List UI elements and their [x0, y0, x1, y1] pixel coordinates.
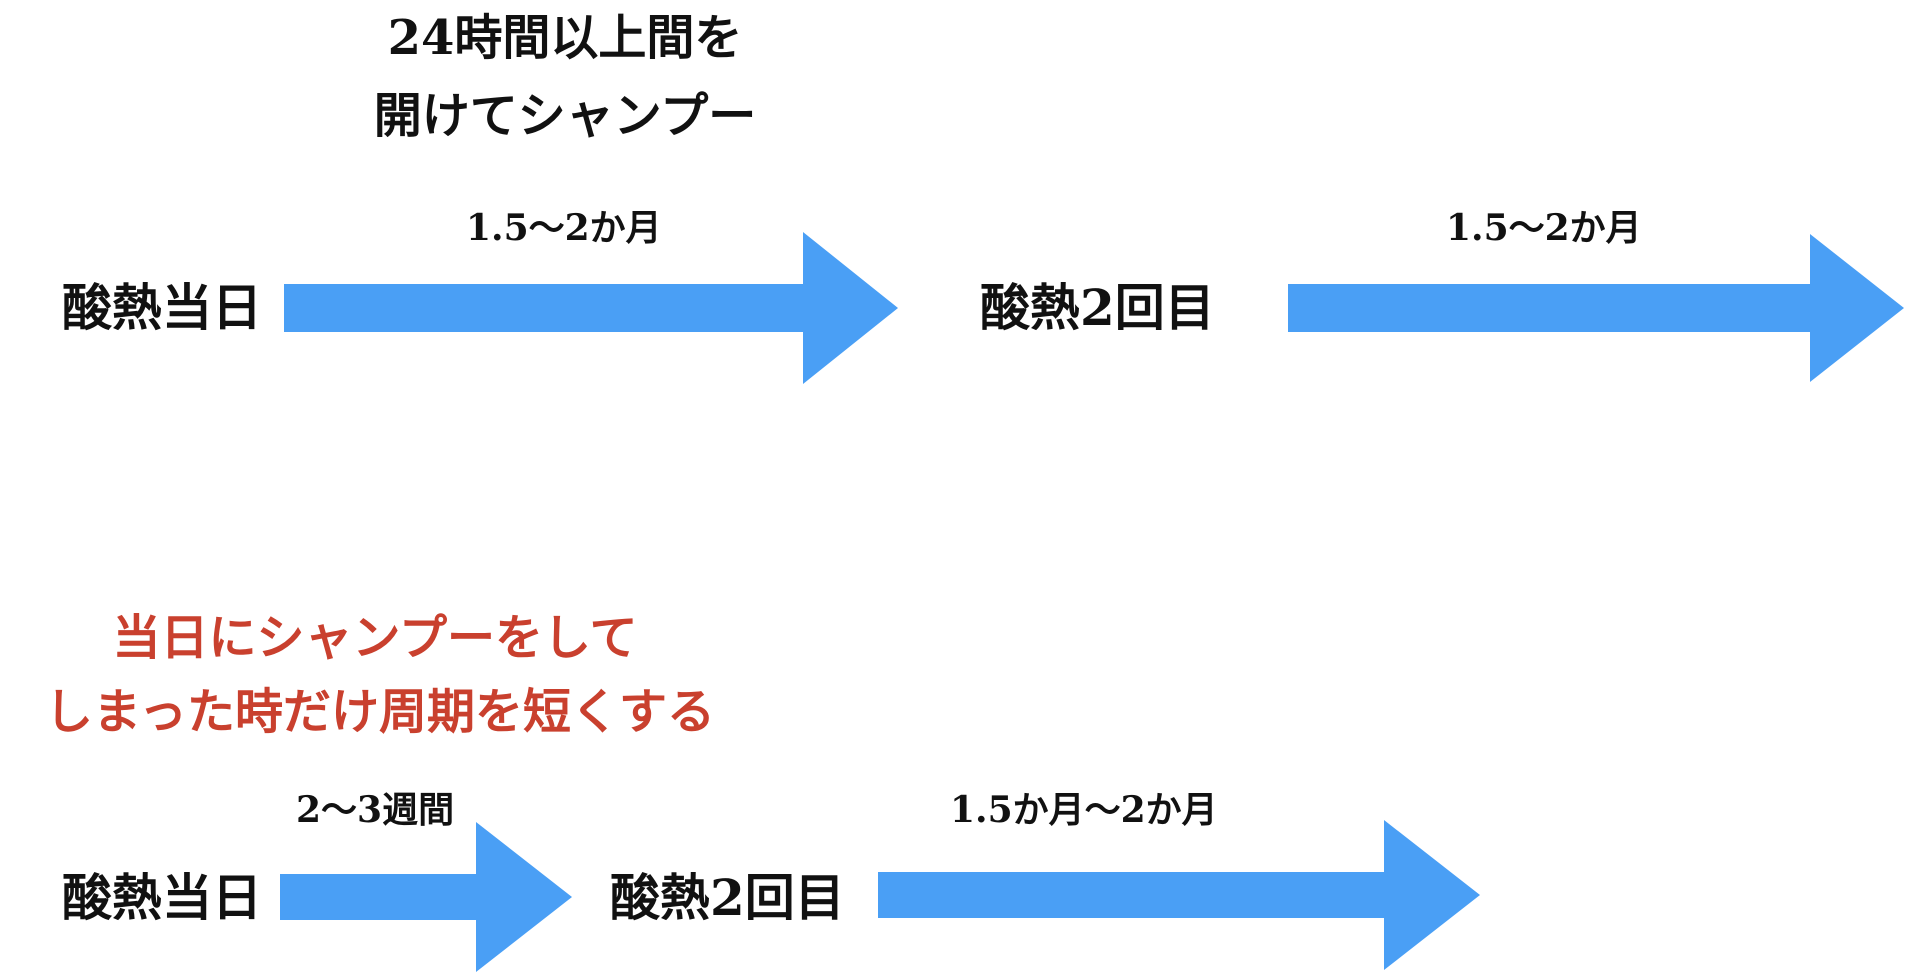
top-arrow-2-shape — [1288, 234, 1904, 382]
bottom-arrow-1 — [280, 822, 572, 972]
top-arrow-1-shape — [284, 232, 898, 384]
top-duration-2-label: 1.5〜2か月 — [1446, 207, 1642, 249]
top-stage-second-label: 酸熱2回目 — [980, 278, 1215, 337]
top-arrow-2 — [1288, 234, 1904, 382]
bottom-note-line1: 当日にシャンプーをして — [112, 610, 638, 666]
top-note-line2: 開けてシャンプー — [373, 88, 757, 144]
bottom-stage-second-label: 酸熱2回目 — [610, 868, 845, 927]
top-note-line1: 24時間以上間を — [387, 10, 743, 66]
bottom-arrow-2-shape — [878, 820, 1480, 970]
bottom-stage-start-label: 酸熱当日 — [62, 868, 262, 927]
bottom-note-line2: しまった時だけ周期を短くする — [44, 684, 716, 740]
top-stage-start-label: 酸熱当日 — [62, 278, 262, 337]
top-duration-1-label: 1.5〜2か月 — [466, 207, 662, 249]
bottom-arrow-1-shape — [280, 822, 572, 972]
bottom-duration-1-label: 2〜3週間 — [296, 789, 455, 831]
bottom-duration-2-label: 1.5か月〜2か月 — [950, 789, 1218, 831]
bottom-arrow-2 — [878, 820, 1480, 970]
top-arrow-1 — [284, 232, 898, 384]
